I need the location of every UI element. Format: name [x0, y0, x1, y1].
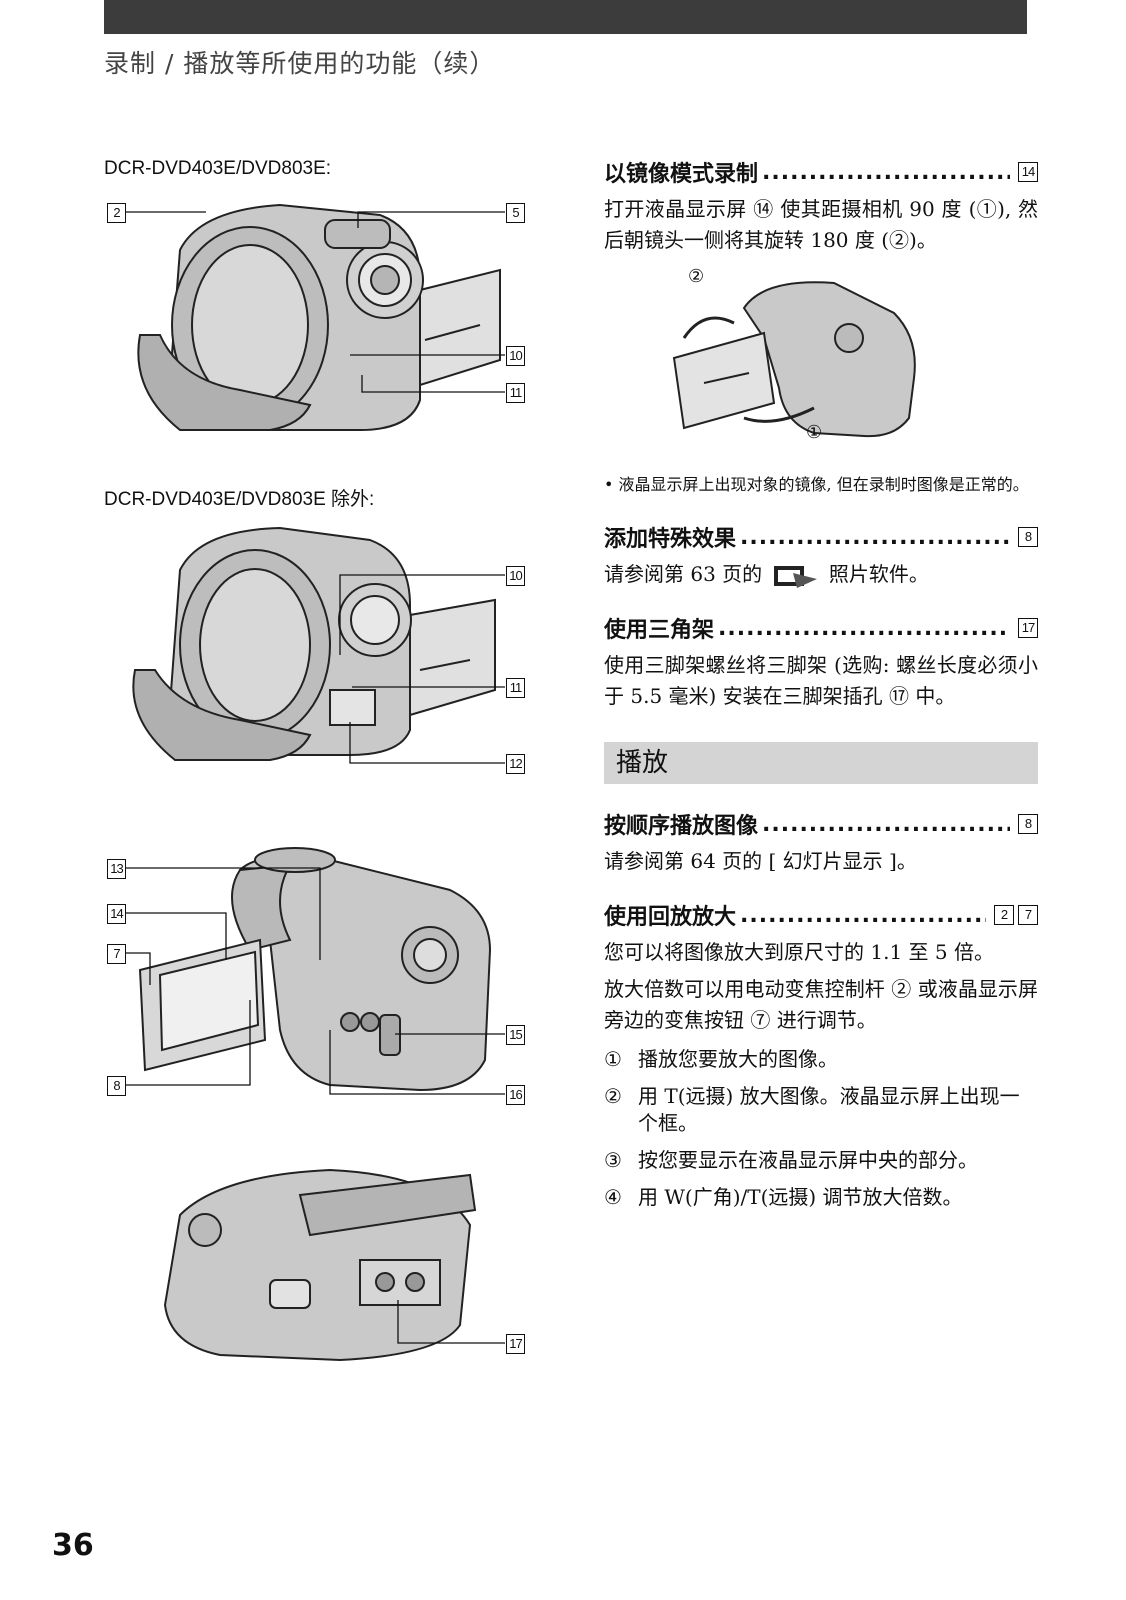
leader-dots	[718, 616, 1010, 641]
leader-lines-1	[126, 211, 505, 393]
callout-11b: 11	[506, 678, 525, 698]
callout-8: 8	[107, 1076, 126, 1096]
effects-body-pre: 请参阅第 63 页的	[604, 562, 763, 586]
camcorder-illustration-1	[120, 190, 520, 470]
step-number: ②	[604, 1084, 622, 1108]
callout-7: 7	[107, 944, 126, 964]
mirror-body: 打开液晶显示屏 ⑭ 使其距摄相机 90 度 (①), 然后朝镜头一侧将其旋转 1…	[604, 197, 1038, 252]
page-header: 录制 / 播放等所使用的功能（续）	[104, 49, 496, 78]
page-number: 36	[52, 1528, 94, 1563]
callout-10a: 10	[506, 346, 525, 366]
leader-lines-3	[126, 867, 505, 1095]
section-tripod-title: 使用三角架 17	[604, 612, 1038, 644]
callout-10b: 10	[506, 566, 525, 586]
effects-title-text: 添加特殊效果	[604, 527, 737, 552]
zoom-body-1: 您可以将图像放大到原尺寸的 1.1 至 5 倍。	[604, 940, 994, 964]
top-bar	[104, 0, 1027, 34]
callout-2: 2	[107, 203, 126, 223]
step-number: ③	[604, 1148, 622, 1172]
sequence-ref-tag: 8	[1018, 814, 1038, 834]
effects-body-post: 照片软件。	[828, 562, 929, 586]
step-text: 播放您要放大的图像。	[638, 1047, 838, 1071]
leader-dots	[740, 903, 986, 928]
step-item: ③ 按您要显示在液晶显示屏中央的部分。	[604, 1147, 1038, 1174]
effects-body: 请参阅第 63 页的 照片软件。	[604, 559, 1038, 590]
mirror-fig-label-2: ②	[688, 266, 705, 287]
mirror-note: • 液晶显示屏上出现对象的镜像, 但在录制时图像是正常的。	[604, 475, 1029, 494]
callout-5: 5	[506, 203, 525, 223]
tripod-title-text: 使用三角架	[604, 618, 715, 643]
mirror-camcorder-illustration	[672, 281, 916, 438]
callout-14: 14	[107, 904, 126, 924]
sequence-body: 请参阅第 64 页的 [ 幻灯片显示 ]。	[604, 849, 917, 873]
callout-13: 13	[107, 859, 126, 879]
right-column: 以镜像模式录制 14 打开液晶显示屏 ⑭ 使其距摄相机 90 度 (①), 然后…	[604, 150, 1038, 1211]
leader-dots	[762, 160, 1010, 185]
mirror-ref-tag: 14	[1018, 162, 1038, 182]
tripod-body: 使用三脚架螺丝将三脚架 (选购: 螺丝长度必须小于 5.5 毫米) 安装在三脚架…	[604, 653, 1038, 708]
zoom-body-2: 放大倍数可以用电动变焦控制杆 ② 或液晶显示屏旁边的变焦按钮 ⑦ 进行调节。	[604, 977, 1038, 1032]
section-effects-title: 添加特殊效果 8	[604, 521, 1038, 553]
step-number: ①	[604, 1047, 622, 1071]
tripod-ref-tag: 17	[1018, 618, 1038, 638]
leader-dots	[740, 525, 1010, 550]
sequence-title-text: 按顺序播放图像	[604, 814, 759, 839]
leader-lines-4	[397, 1300, 505, 1344]
zoom-steps: ① 播放您要放大的图像。 ② 用 T(远摄) 放大图像。液晶显示屏上出现一个框。…	[604, 1046, 1038, 1211]
callout-12: 12	[506, 754, 525, 774]
picture-motion-software-icon	[773, 565, 817, 588]
mirror-fig-label-1: ①	[806, 422, 823, 443]
playback-section-band: 播放	[604, 742, 1038, 784]
step-item: ④ 用 W(广角)/T(远摄) 调节放大倍数。	[604, 1184, 1038, 1211]
step-item: ① 播放您要放大的图像。	[604, 1046, 1038, 1073]
step-text: 按您要显示在液晶显示屏中央的部分。	[638, 1148, 978, 1172]
zoom-title-text: 使用回放放大	[604, 905, 737, 930]
zoom-ref-tag: 2	[994, 905, 1014, 925]
callout-11a: 11	[506, 383, 525, 403]
camcorder-illustration-3	[130, 840, 500, 1100]
zoom-ref-tag-2: 7	[1018, 905, 1038, 925]
model-label-2: DCR-DVD403E/DVD803E 除外:	[104, 489, 375, 510]
camcorder-illustration-2	[120, 520, 520, 780]
leader-lines-2	[339, 574, 505, 764]
step-text: 用 W(广角)/T(远摄) 调节放大倍数。	[638, 1185, 963, 1209]
mirror-title-text: 以镜像模式录制	[604, 162, 759, 187]
step-text: 用 T(远摄) 放大图像。液晶显示屏上出现一个框。	[638, 1084, 1020, 1135]
leader-dots	[762, 812, 1010, 837]
mirror-figure: ② ①	[604, 266, 1038, 458]
callout-16: 16	[506, 1085, 525, 1105]
camcorder-illustration-4	[160, 1155, 490, 1365]
model-label-1: DCR-DVD403E/DVD803E:	[104, 158, 332, 179]
callout-15: 15	[506, 1025, 525, 1045]
section-sequence-title: 按顺序播放图像 8	[604, 808, 1038, 840]
step-number: ④	[604, 1185, 622, 1209]
effects-ref-tag: 8	[1018, 527, 1038, 547]
section-zoom-title: 使用回放放大 2 7	[604, 899, 1038, 931]
section-mirror-title: 以镜像模式录制 14	[604, 156, 1038, 188]
callout-17: 17	[506, 1334, 525, 1354]
step-item: ② 用 T(远摄) 放大图像。液晶显示屏上出现一个框。	[604, 1083, 1038, 1137]
